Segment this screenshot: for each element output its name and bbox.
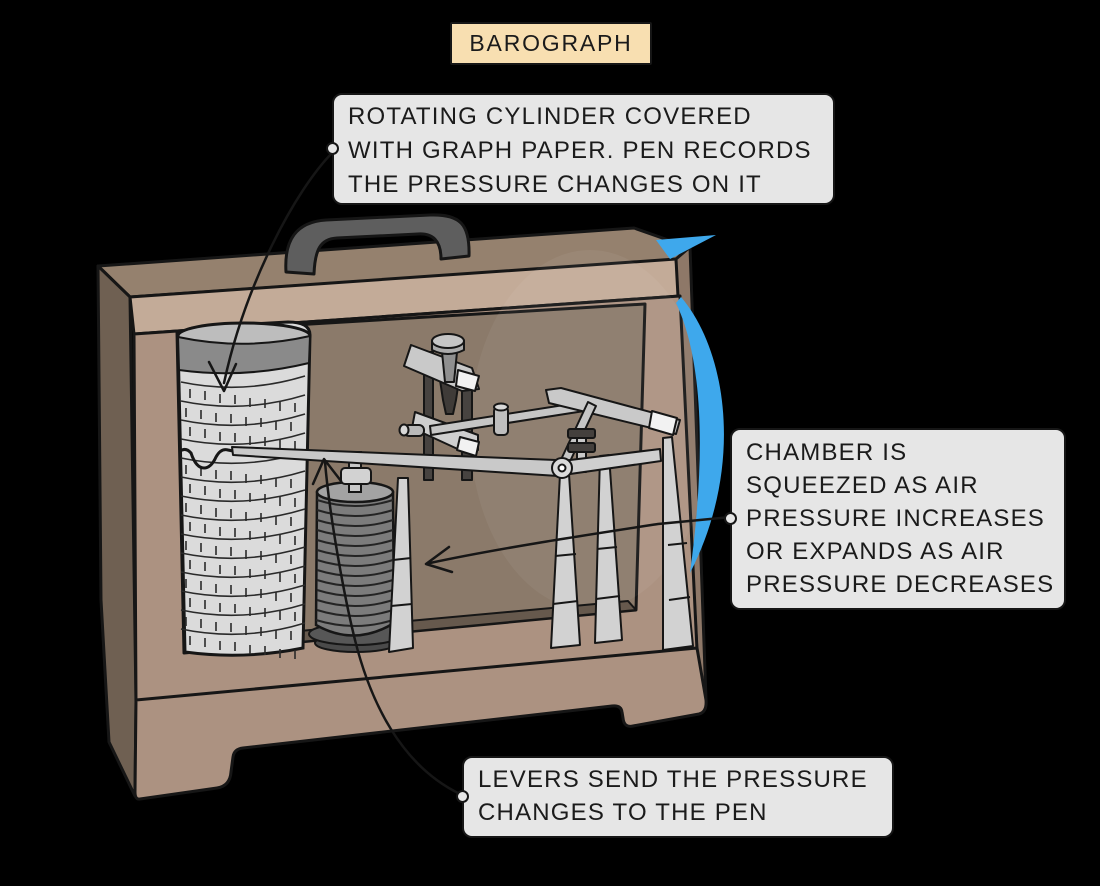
connector-dot <box>326 142 339 155</box>
chamber-ribs <box>315 499 394 627</box>
chamber-body <box>314 491 396 637</box>
recording-cylinder <box>176 320 312 659</box>
callout-connectors <box>207 150 733 796</box>
label-line: PRESSURE DECREASES <box>746 571 1055 598</box>
label-line: OR EXPANDS AS AIR <box>746 538 1005 565</box>
diagram-title: BAROGRAPH <box>450 22 652 65</box>
link-knob-top <box>493 402 509 412</box>
legs <box>388 436 694 653</box>
connector-rotating-arrowhead <box>207 360 238 393</box>
handle <box>284 213 471 276</box>
connector-dot <box>456 790 469 803</box>
label-line: PRESSURE INCREASES <box>746 505 1046 532</box>
label-line: ROTATING CYLINDER COVERED <box>348 103 752 130</box>
case-base <box>133 646 708 801</box>
lever-mechanism <box>231 333 694 653</box>
connector-chamber-arrowhead <box>424 545 454 574</box>
knob-stem <box>441 351 458 383</box>
knob-top <box>431 333 465 349</box>
bolt-nut-lower <box>567 442 596 453</box>
side-rod-cap <box>398 423 410 437</box>
label-line: CHANGES TO THE PEN <box>478 799 768 826</box>
pivot-hole <box>557 463 567 473</box>
label-line: LEVERS SEND THE PRESSURE <box>478 766 868 793</box>
chamber-rod-collar <box>340 467 372 485</box>
label-line: CHAMBER IS <box>746 439 908 466</box>
label-line: THE PRESSURE CHANGES ON IT <box>348 171 762 198</box>
connector-chamber <box>428 515 733 565</box>
leg-1 <box>388 477 414 653</box>
pen-trace <box>179 447 239 470</box>
frame-bar <box>545 387 681 435</box>
case-left-side <box>96 264 138 798</box>
blue-pressure-arrow <box>656 235 724 573</box>
bolt-nut-upper <box>567 428 596 439</box>
label-chamber: CHAMBER IS SQUEEZED AS AIR PRESSURE INCR… <box>724 428 1066 610</box>
frame-bar-cap <box>648 410 678 436</box>
label-levers: LEVERS SEND THE PRESSURE CHANGES TO THE … <box>456 756 894 838</box>
connector-dot <box>724 512 737 525</box>
label-line: WITH GRAPH PAPER. PEN RECORDS <box>348 137 812 164</box>
label-rotating-cylinder: ROTATING CYLINDER COVERED WITH GRAPH PAP… <box>326 93 835 205</box>
blue-arc <box>676 297 724 573</box>
connector-levers <box>323 460 462 796</box>
connector-levers-arrowhead <box>311 457 343 486</box>
blue-arrowhead <box>656 235 716 259</box>
beam-upper-cap <box>455 369 480 392</box>
label-line: SQUEEZED AS AIR <box>746 472 979 499</box>
connector-rotating-cylinder <box>222 150 335 385</box>
graph-paper-grid <box>180 375 306 659</box>
handle-shape <box>284 213 471 276</box>
